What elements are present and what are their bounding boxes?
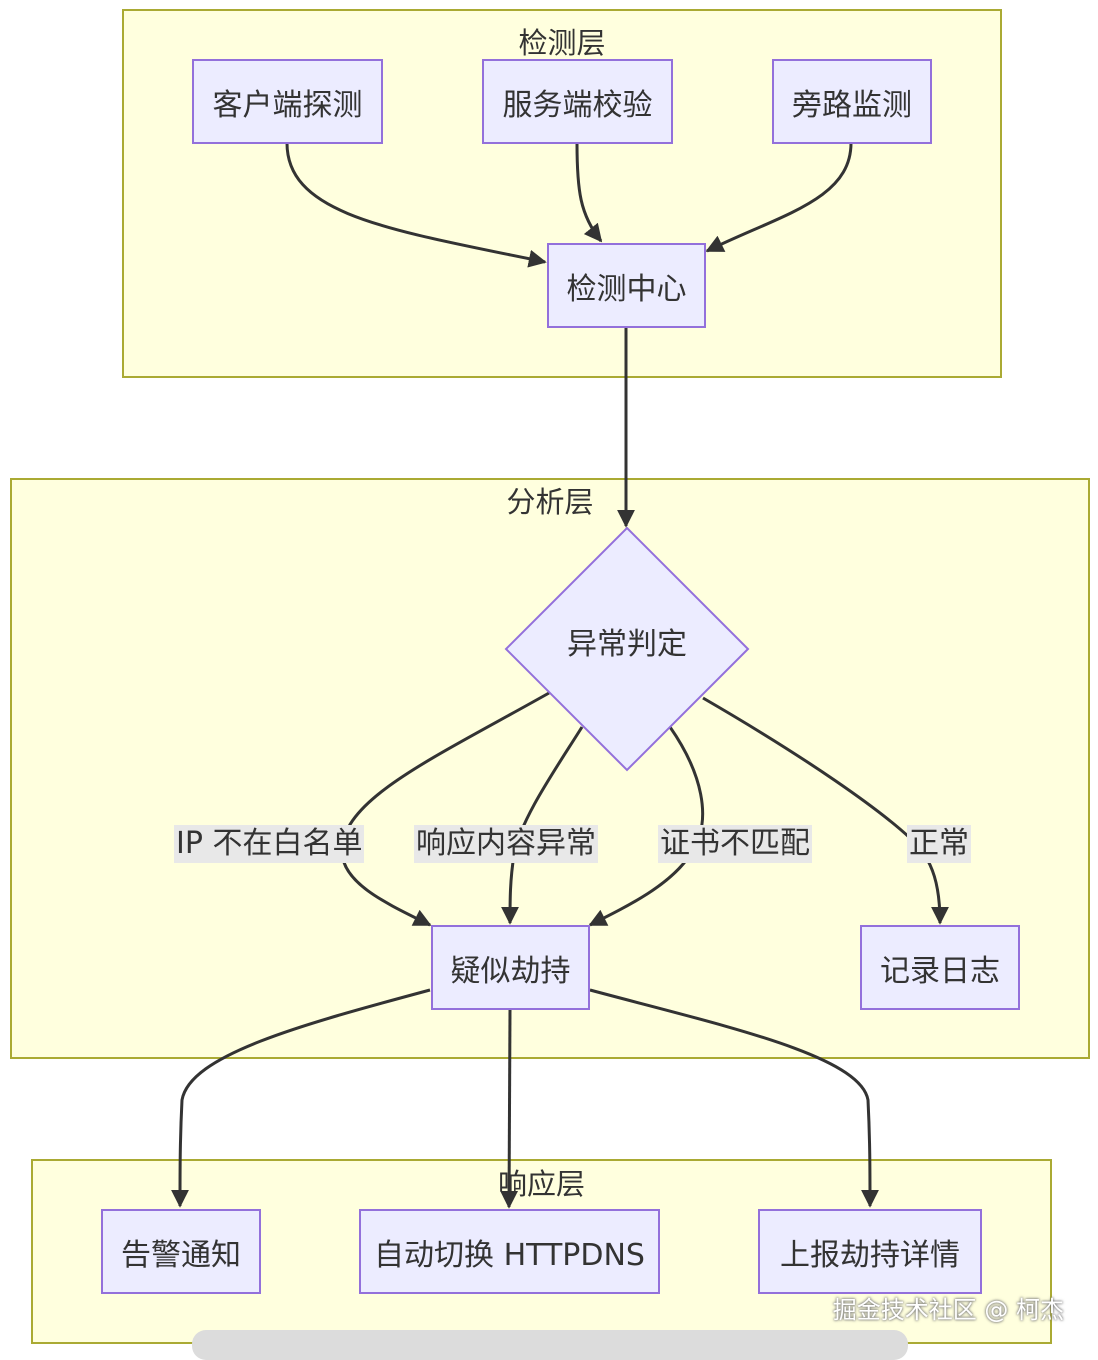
node-report-hijack: 上报劫持详情 [758,1209,982,1294]
edge-server-to-center [575,142,603,243]
node-anomaly-judge-shape [504,526,750,772]
edge-label-response-abnormal: 响应内容异常 [414,825,598,863]
cluster-title: 分析层 [506,485,594,519]
edge-hijack-to-switch [500,1009,519,1209]
node-detect-center: 检测中心 [547,243,706,328]
edge-hijack-to-alert [171,988,431,1208]
node-switch-httpdns: 自动切换 HTTPDNS [359,1209,660,1294]
edge-label-normal: 正常 [907,825,971,863]
node-server-verify: 服务端校验 [482,59,673,144]
cluster-title: 检测层 [518,26,606,60]
edge-label-cert-mismatch: 证书不匹配 [658,825,812,863]
node-record-log: 记录日志 [860,925,1020,1010]
edge-bypass-to-center [705,142,853,253]
node-bypass-monitor: 旁路监测 [772,59,932,144]
edge-judge-normal-to-log [702,696,949,925]
node-suspected-hijack: 疑似劫持 [431,925,590,1010]
edge-label-ip-not-whitelist: IP 不在白名单 [174,825,365,863]
watermark-text: 掘金技术社区 @ 柯杰 [832,1296,1064,1324]
horizontal-scrollbar[interactable] [192,1330,908,1360]
node-anomaly-judge-label: 异常判定 [567,627,687,662]
edge-client-to-center [285,142,547,268]
edge-hijack-to-report [589,988,879,1208]
node-alert-notify: 告警通知 [101,1209,261,1294]
node-client-probe: 客户端探测 [192,59,383,144]
